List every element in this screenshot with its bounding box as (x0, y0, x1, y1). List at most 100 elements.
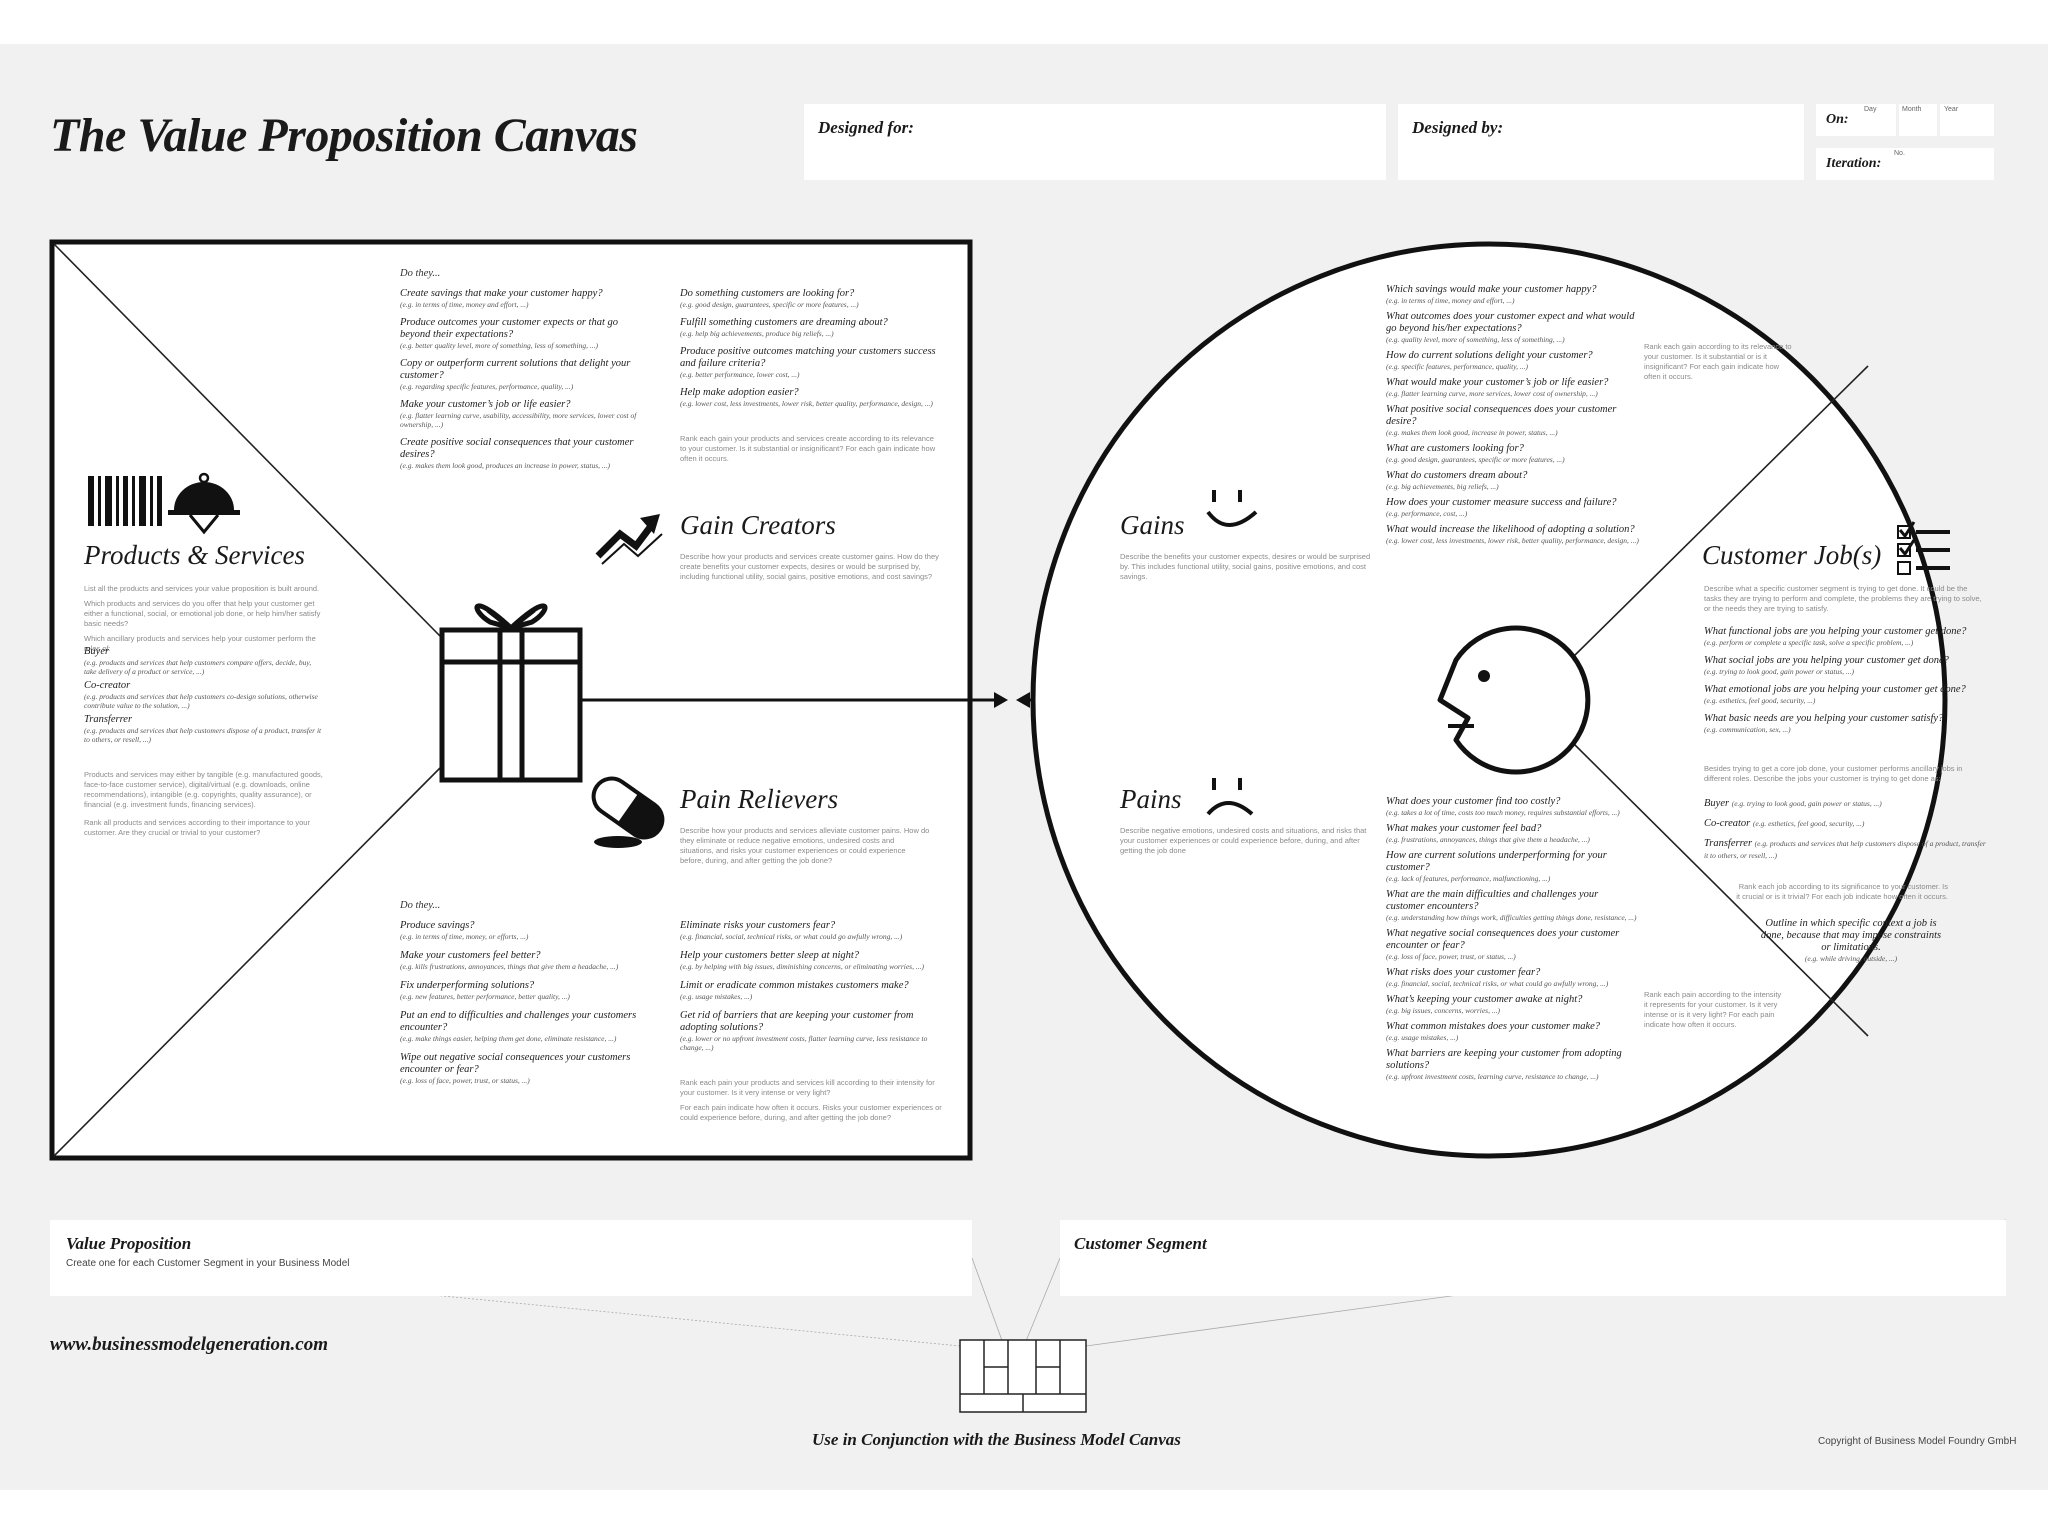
question-text: What emotional jobs are you helping your… (1704, 684, 1966, 695)
question-example: (e.g. better quality level, more of some… (400, 341, 599, 350)
question-example: (e.g. takes a lot of time, costs too muc… (1386, 808, 1620, 817)
question-example: (e.g. big achievements, big reliefs, ...… (1386, 482, 1499, 491)
question-item: What are the main difficulties and chall… (1386, 889, 1638, 922)
customer-profile-divider-top (1571, 365, 1869, 659)
question-text: What barriers are keeping your customer … (1386, 1048, 1622, 1071)
question-item: What emotional jobs are you helping your… (1704, 684, 1990, 705)
question-item: Get rid of barriers that are keeping you… (680, 1010, 942, 1052)
question-text: How do current solutions delight your cu… (1386, 350, 1593, 361)
service-cloche-icon (168, 472, 240, 535)
question-item: What makes your customer feel bad?(e.g. … (1386, 823, 1638, 844)
question-text: What would increase the likelihood of ad… (1386, 524, 1635, 535)
pain-relievers-do-they: Do they... (400, 900, 441, 911)
customer-jobs-title: Customer Job(s) (1702, 540, 1882, 570)
question-text: What positive social consequences does y… (1386, 404, 1617, 427)
iteration-field[interactable]: Iteration: No. (1816, 148, 1994, 180)
products-desc-bottom: Products and services may either by tang… (84, 770, 323, 837)
designed-by-field[interactable]: Designed by: (1398, 104, 1804, 180)
cs-link-line (1023, 1257, 1061, 1347)
designed-for-field[interactable]: Designed for: (804, 104, 1386, 180)
question-item: Produce savings?(e.g. in terms of time, … (400, 920, 648, 941)
question-example: (e.g. upfront investment costs, learning… (1386, 1072, 1599, 1081)
gain-creators-desc: Describe how your products and services … (680, 552, 939, 581)
question-example: (e.g. quality level, more of something, … (1386, 335, 1565, 344)
question-text: What does your customer find too costly? (1386, 796, 1561, 807)
gain-creators-left-list: Create savings that make your customer h… (400, 288, 648, 478)
value-map-diagonal-bottom (53, 767, 441, 1157)
pains-desc: Describe negative emotions, undesired co… (1120, 826, 1367, 855)
gains-title: Gains (1120, 510, 1185, 540)
question-item: How do current solutions delight your cu… (1386, 350, 1646, 371)
smile-icon (1206, 490, 1258, 527)
question-item: What social jobs are you helping your cu… (1704, 655, 1990, 676)
customer-jobs-rank: Rank each job according to its significa… (1736, 882, 1948, 901)
question-item: What positive social consequences does y… (1386, 404, 1646, 437)
question-text: Produce outcomes your customer expects o… (400, 317, 619, 340)
question-item: What outcomes does your customer expect … (1386, 311, 1646, 344)
gains-rank: Rank each gain according to its relevanc… (1644, 342, 1792, 381)
question-example: (e.g. understanding how things work, dif… (1386, 913, 1637, 922)
year-label: Year (1944, 106, 1959, 113)
gains-question-list: Which savings would make your customer h… (1386, 284, 1646, 551)
question-example: (e.g. regarding specific features, perfo… (400, 382, 574, 391)
question-item: Copy or outperform current solutions tha… (400, 358, 648, 391)
question-item: What risks does your customer fear?(e.g.… (1386, 967, 1638, 988)
question-text: Create savings that make your customer h… (400, 288, 603, 299)
question-text: What do customers dream about? (1386, 470, 1528, 481)
products-roles: Buyer(e.g. products and services that he… (84, 646, 322, 744)
year-box[interactable]: Year (1940, 104, 1994, 136)
question-example: (e.g. trying to look good, gain power or… (1704, 667, 1854, 676)
question-example: (e.g. financial, social, technical risks… (1386, 979, 1609, 988)
pain-relievers-desc: Describe how your products and services … (680, 826, 930, 865)
question-example: (e.g. loss of face, power, trust, or sta… (1386, 952, 1516, 961)
frown-icon (1206, 778, 1254, 816)
question-item: Do something customers are looking for?(… (680, 288, 942, 309)
customer-segment-field[interactable]: Customer Segment (1060, 1220, 2006, 1296)
vp-link-line-2 (971, 1257, 1005, 1347)
question-item: Create savings that make your customer h… (400, 288, 648, 309)
value-proposition-field[interactable]: Value Proposition Create one for each Cu… (50, 1220, 972, 1296)
question-text: How are current solutions underperformin… (1386, 850, 1607, 873)
products-desc: List all the products and services your … (84, 584, 321, 653)
question-item: Put an end to difficulties and challenge… (400, 1010, 648, 1043)
question-example: (e.g. frustrations, annoyances, things t… (1386, 835, 1590, 844)
pill-icon (591, 776, 665, 848)
question-item: What would increase the likelihood of ad… (1386, 524, 1646, 545)
question-text: Copy or outperform current solutions tha… (400, 358, 631, 381)
month-label: Month (1902, 106, 1922, 113)
customer-jobs-outline: Outline in which specific context a job … (1760, 918, 1942, 963)
question-example: (e.g. good design, guarantees, specific … (1386, 455, 1565, 464)
on-box[interactable]: On: Day (1816, 104, 1896, 136)
question-text: What are the main difficulties and chall… (1386, 889, 1599, 912)
question-example: (e.g. lower or no upfront investment cos… (680, 1034, 928, 1052)
question-item: Make your customers feel better?(e.g. ki… (400, 950, 648, 971)
website-link[interactable]: www.businessmodelgeneration.com (50, 1334, 328, 1355)
question-text: Produce savings? (400, 920, 475, 931)
question-item: How are current solutions underperformin… (1386, 850, 1638, 883)
gain-creators-right-list: Do something customers are looking for?(… (680, 288, 942, 416)
question-text: Get rid of barriers that are keeping you… (680, 1010, 914, 1033)
question-example: (e.g. help big achievements, produce big… (680, 329, 834, 338)
products-services-title: Products & Services (84, 540, 305, 570)
question-example: (e.g. makes them look good, increase in … (1386, 428, 1558, 437)
question-example: (e.g. financial, social, technical risks… (680, 932, 903, 941)
customer-segment-label: Customer Segment (1074, 1234, 1207, 1253)
question-example: (e.g. usage mistakes, ...) (680, 992, 753, 1001)
no-label: No. (1894, 150, 1905, 157)
customer-jobs-desc: Describe what a specific customer segmen… (1704, 584, 1982, 613)
value-map-diagonal-top (53, 243, 441, 637)
date-field: On: Day Month Year (1816, 104, 1994, 136)
business-model-canvas-thumbnail (959, 1339, 1087, 1413)
question-example: (e.g. good design, guarantees, specific … (680, 300, 859, 309)
question-example: (e.g. big issues, concerns, worries, ...… (1386, 1006, 1500, 1015)
question-text: Create positive social consequences that… (400, 437, 634, 460)
question-text: What would make your customer’s job or l… (1386, 377, 1609, 388)
question-example: (e.g. communication, sex, ...) (1704, 725, 1791, 734)
question-text: What social jobs are you helping your cu… (1704, 655, 1949, 666)
checklist-icon (1897, 521, 1950, 575)
month-box[interactable]: Month (1899, 104, 1937, 136)
question-item: Help make adoption easier?(e.g. lower co… (680, 387, 942, 408)
question-text: What outcomes does your customer expect … (1386, 311, 1635, 334)
copyright: Copyright of Business Model Foundry GmbH (1818, 1436, 2017, 1447)
question-example: (e.g. in terms of time, money and effort… (400, 300, 529, 309)
